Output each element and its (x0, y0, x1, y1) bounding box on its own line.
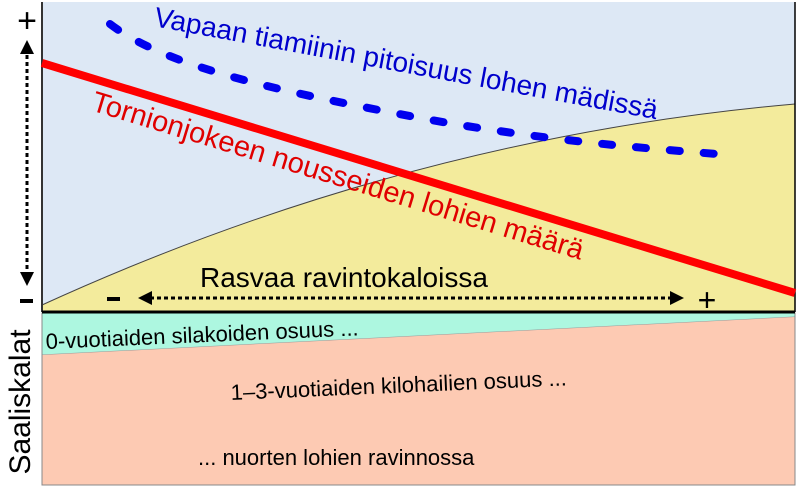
prey-fish-side-label: Saaliskalat (4, 329, 37, 475)
arrow-up-icon (20, 40, 34, 54)
arrow-left-icon (138, 291, 152, 305)
y-axis-plus: + (17, 2, 37, 40)
fat-content-curve (41, 103, 796, 306)
fat-axis-plus: + (698, 282, 717, 318)
arrow-right-icon (670, 291, 684, 305)
sprat-region (42, 317, 795, 485)
young-salmon-diet-label: ... nuorten lohien ravinnossa (198, 445, 475, 470)
fat-content-area (42, 104, 795, 312)
thiamine-line (106, 20, 734, 159)
fat-axis-label: Rasvaa ravintokaloissa (200, 262, 488, 293)
herring-band (42, 313, 795, 355)
salmon-count-line (40, 59, 797, 297)
fat-axis-minus-mark (107, 297, 120, 301)
arrow-down-icon (20, 272, 34, 286)
y-axis-minus-mark (20, 299, 33, 303)
